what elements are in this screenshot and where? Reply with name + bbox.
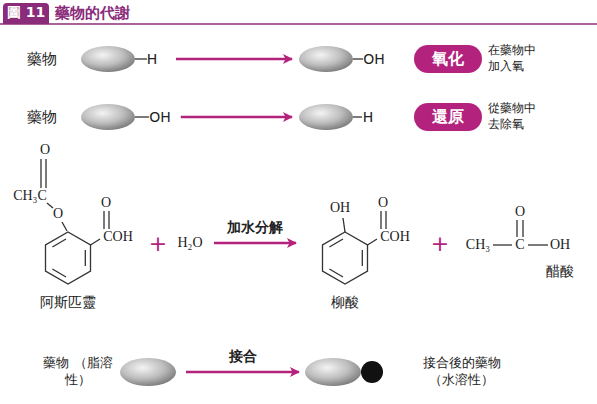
reduced-drug: H	[296, 100, 386, 134]
plus-sign: +	[149, 231, 167, 256]
drug-molecule: 藥物 H	[20, 42, 168, 76]
edge-label: 接合	[227, 348, 259, 366]
atom-label: C	[515, 237, 524, 253]
drug-molecule: 藥物 OH	[20, 100, 173, 134]
lipid-soluble-drug: 藥物 （脂溶性）	[38, 350, 180, 394]
reaction-pill: 氧化	[414, 45, 482, 73]
atom-label: CH₃	[466, 237, 490, 253]
node-text: 圖 11	[7, 4, 45, 22]
node-text: 藥物	[27, 50, 57, 69]
atom-label: COH	[380, 229, 410, 245]
atom-label: O	[101, 195, 111, 211]
reaction-arrow	[176, 58, 292, 61]
reaction-arrow	[214, 242, 296, 245]
node-text: H	[363, 109, 374, 125]
figure-title: 藥物的代謝	[55, 4, 130, 23]
atom-label: O	[40, 142, 50, 158]
reactant-formula: H₂O	[177, 235, 202, 251]
node-text: 還原	[432, 107, 464, 128]
node-text: OH	[363, 51, 385, 67]
node-text: 醋酸	[546, 263, 574, 281]
acetic-acid-structure: O CH₃ C OH 醋酸	[460, 198, 590, 283]
title-rule	[0, 23, 597, 25]
node-text: OH	[149, 109, 171, 125]
note-text: 在藥物中 加入氧	[488, 43, 540, 74]
atom-label: COH	[103, 229, 133, 245]
node-text: 藥物	[27, 108, 57, 127]
node-text: H	[147, 51, 158, 67]
conjugate-group	[361, 361, 383, 383]
figure-tab: 圖 11	[3, 3, 49, 24]
reaction-pill: 還原	[414, 103, 482, 131]
atom-label: OH	[330, 200, 350, 216]
aspirin-structure: O CH₃C O O COH 阿斯匹靈	[8, 138, 208, 314]
node-text: 氧化	[432, 49, 464, 70]
atom-label: OH	[550, 237, 570, 253]
plus-sign: +	[431, 231, 449, 256]
reaction-arrow	[181, 116, 292, 119]
atom-label: O	[53, 206, 63, 222]
conjugated-drug: 接合後的藥物 （水溶性）	[303, 350, 525, 394]
node-text: 阿斯匹靈	[40, 294, 96, 312]
node-text: 藥物 （脂溶性）	[42, 355, 115, 389]
node-text: 接合後的藥物 （水溶性）	[419, 355, 505, 389]
edge-label: 加水分解	[225, 219, 285, 237]
atom-label: O	[515, 204, 525, 220]
salicylic-acid-structure: OH O COH 柳酸	[300, 193, 425, 315]
note-text: 從藥物中 去除氧	[488, 101, 540, 132]
oxidized-drug: OH	[296, 42, 396, 76]
atom-label: CH₃C	[13, 188, 47, 204]
bond-lines	[41, 59, 548, 284]
drug-ellipses	[81, 46, 361, 386]
node-text: 柳酸	[331, 294, 359, 312]
atom-label: O	[378, 195, 388, 211]
reaction-arrow	[186, 371, 299, 374]
